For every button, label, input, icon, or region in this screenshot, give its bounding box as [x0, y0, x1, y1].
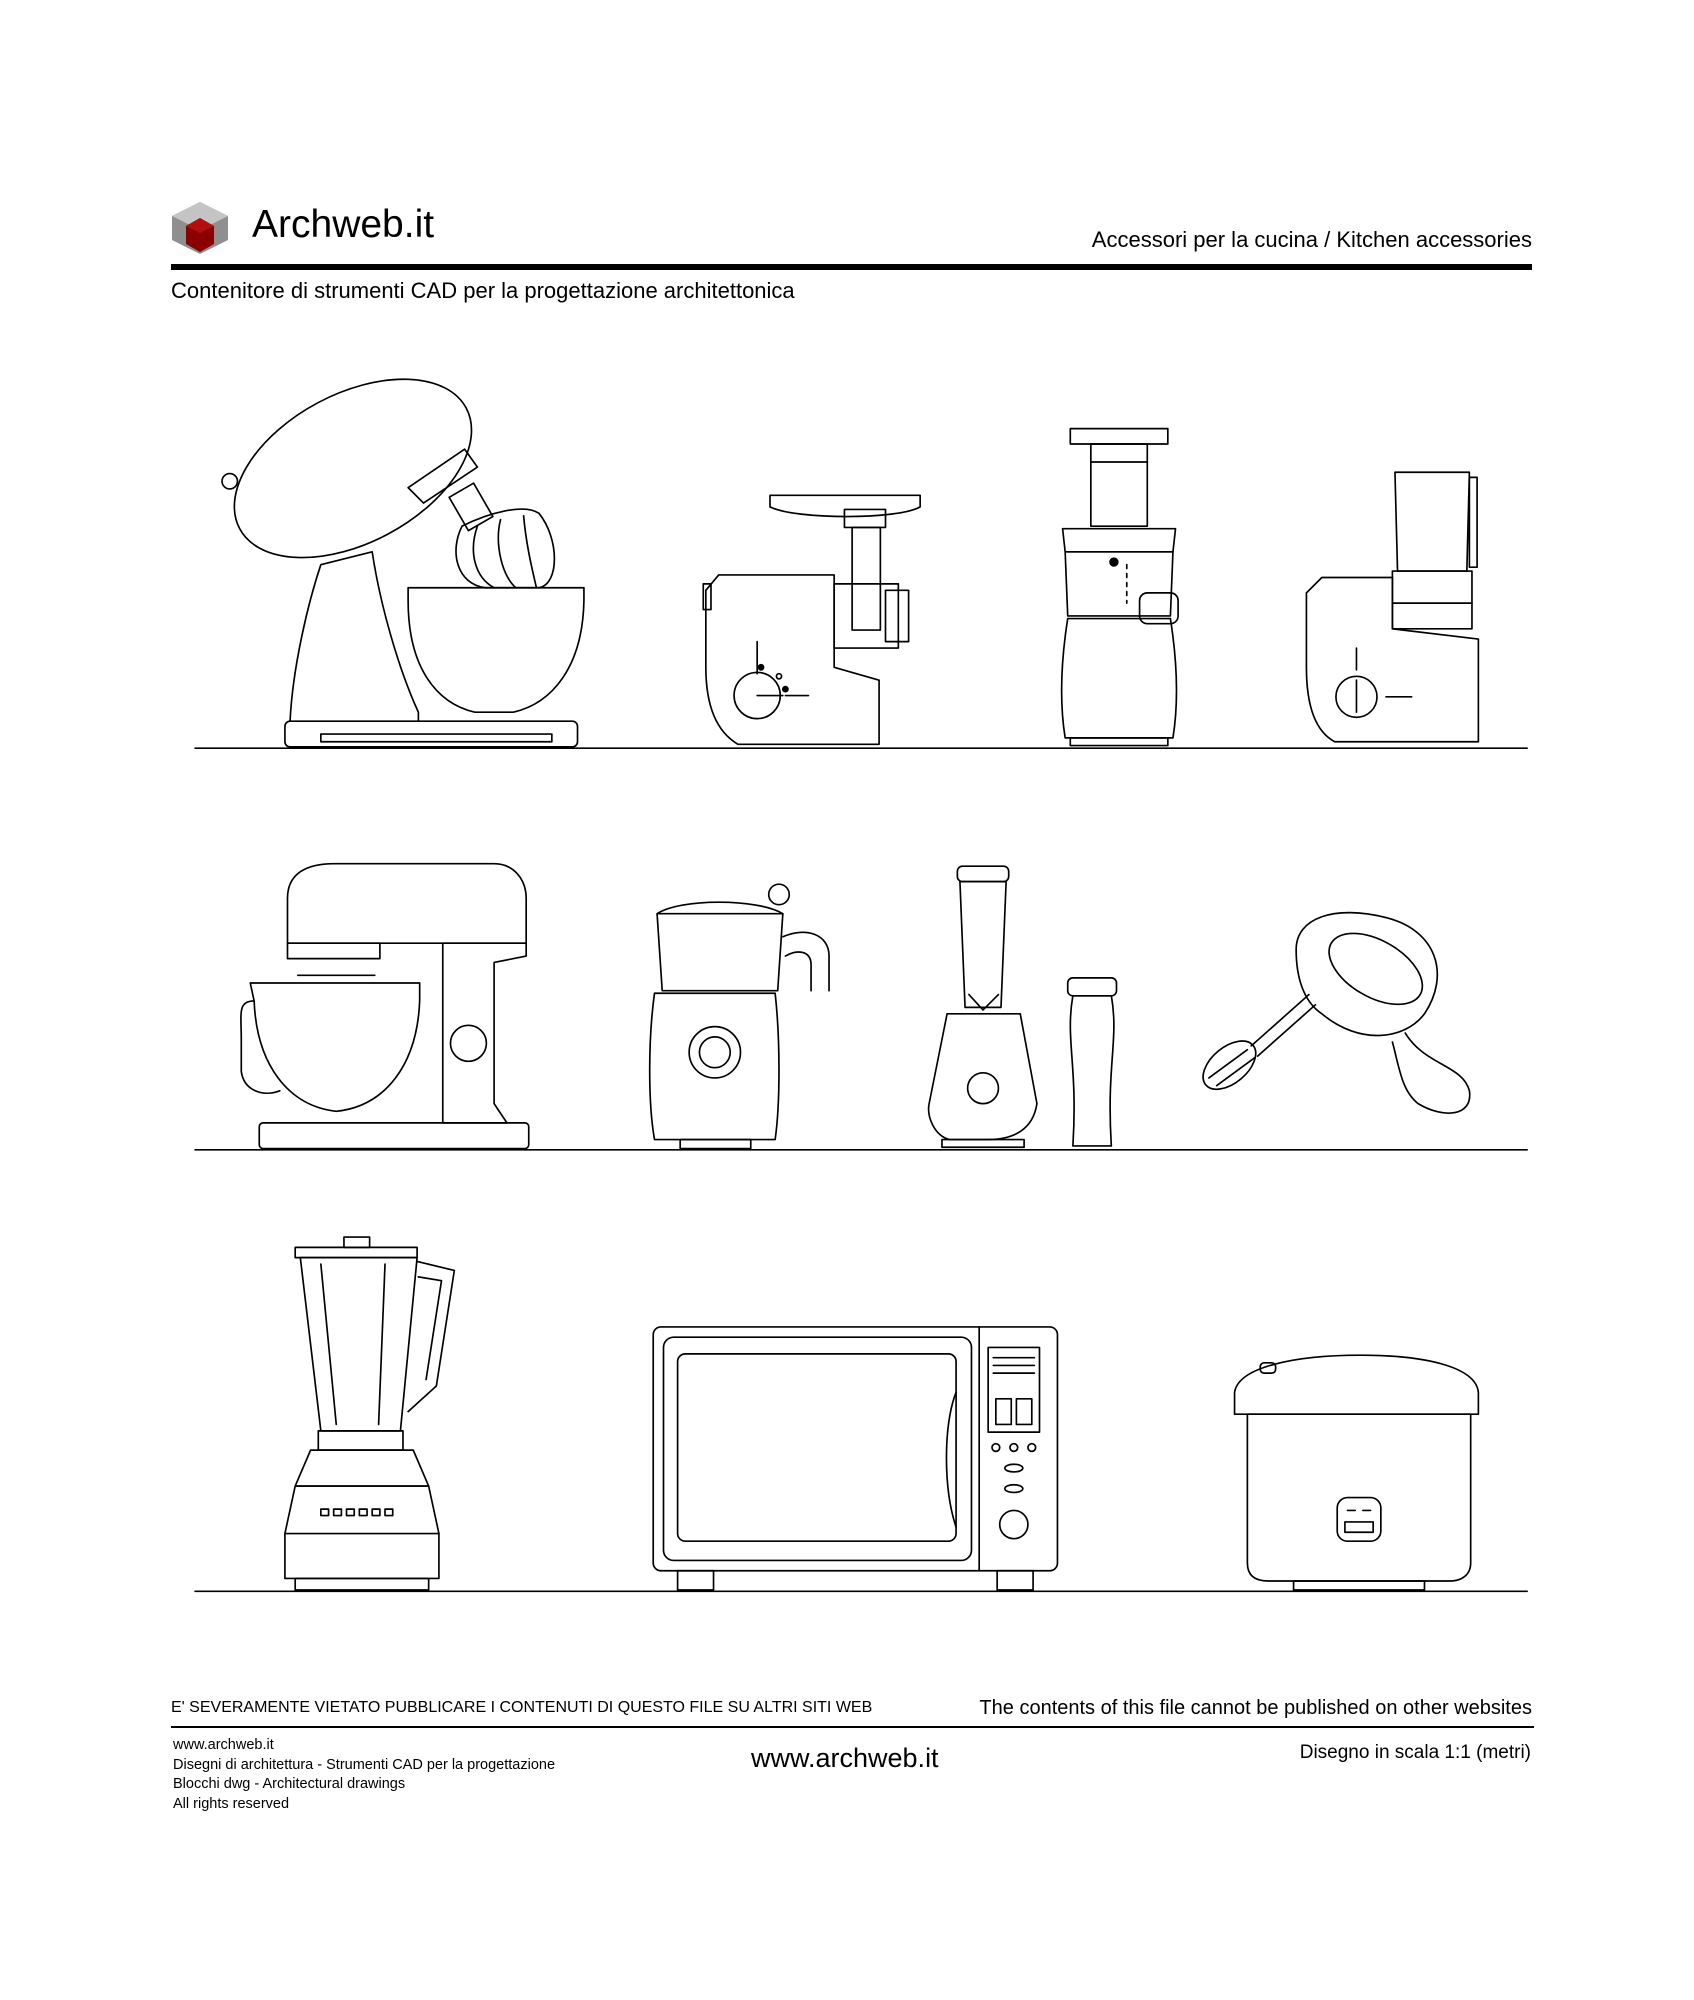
milk-frother-drawing — [648, 883, 830, 1150]
drawing-scale: Disegno in scala 1:1 (metri) — [1299, 1742, 1531, 1763]
category-title: Accessori per la cucina / Kitchen access… — [1091, 227, 1532, 252]
slow-juicer-drawing — [1060, 427, 1179, 747]
stand-mixer-drawing — [221, 378, 585, 748]
archweb-logo-icon — [170, 200, 230, 256]
footer-info-line: All rights reserved — [173, 1795, 290, 1812]
personal-blender-drawing — [927, 865, 1118, 1149]
footer-info-line: Blocchi dwg - Architectural drawings — [173, 1776, 406, 1792]
header-divider — [171, 264, 1532, 270]
copyright-warning-it: E' SEVERAMENTE VIETATO PUBBLICARE I CONT… — [171, 1699, 873, 1716]
meat-grinder-drawing — [702, 494, 921, 746]
hand-mixer-drawing — [1202, 911, 1471, 1114]
footer-info-line: Disegni di architettura - Strumenti CAD … — [173, 1756, 556, 1773]
microwave-oven-drawing — [652, 1326, 1059, 1591]
footer-info-line: www.archweb.it — [173, 1737, 274, 1753]
tilt-head-mixer-drawing — [240, 862, 530, 1150]
rice-cooker-drawing — [1233, 1354, 1480, 1591]
food-processor-drawing — [1305, 471, 1480, 743]
footer-website: www.archweb.it — [751, 1743, 939, 1773]
jug-blender-drawing — [284, 1236, 456, 1591]
brand-name: Archweb.it — [252, 203, 435, 246]
footer-info: www.archweb.it Disegni di architettura -… — [173, 1736, 555, 1814]
header-subtitle: Contenitore di strumenti CAD per la prog… — [171, 278, 795, 303]
footer-divider — [171, 1726, 1534, 1728]
copyright-warning-en: The contents of this file cannot be publ… — [979, 1697, 1532, 1719]
